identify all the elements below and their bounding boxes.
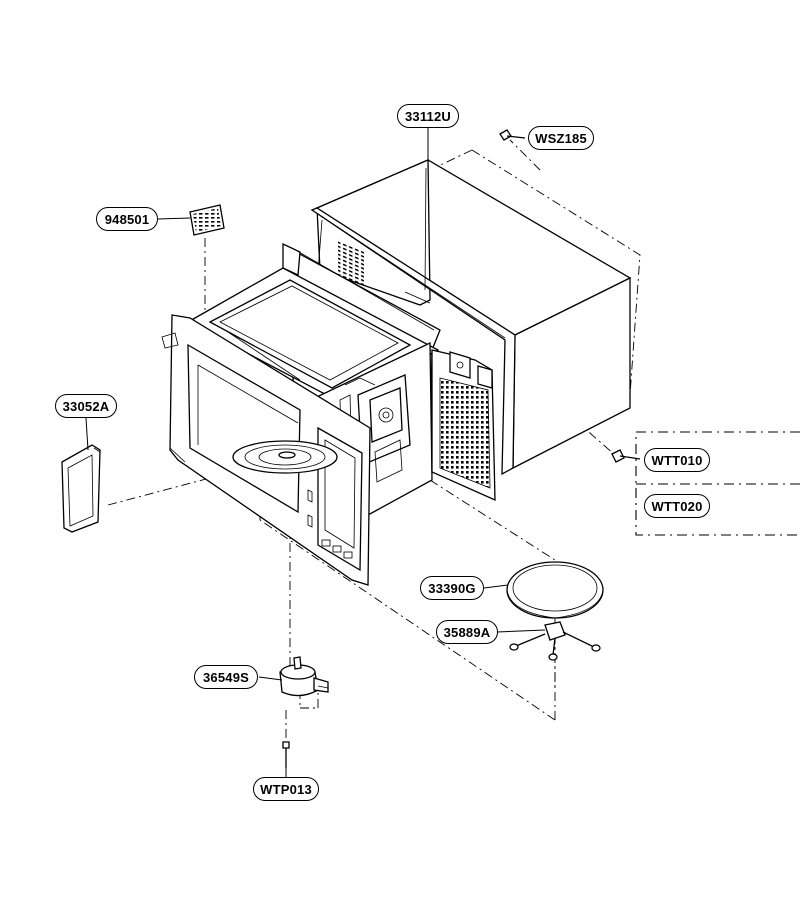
part-label-wtt020[interactable]: WTT020 (644, 494, 710, 518)
screw-wtt010 (611, 449, 641, 463)
waveguide-cover (189, 204, 225, 236)
part-label-36549s[interactable]: 36549S (194, 665, 258, 689)
screw-wtp013 (282, 741, 290, 768)
part-label-35889a[interactable]: 35889A (436, 620, 498, 644)
screw-wsz185 (499, 129, 526, 141)
part-label-wtt010[interactable]: WTT010 (644, 448, 710, 472)
leader-lines (85, 128, 546, 778)
turntable-motor (279, 656, 329, 697)
part-label-wtp013[interactable]: WTP013 (253, 777, 319, 801)
part-label-wsz185[interactable]: WSZ185 (528, 126, 594, 150)
part-label-948501[interactable]: 948501 (96, 207, 158, 231)
part-label-33390g[interactable]: 33390G (420, 576, 484, 600)
part-label-33052a[interactable]: 33052A (55, 394, 117, 418)
outer-cabinet (310, 159, 632, 476)
side-cover-part (61, 444, 101, 533)
glass-tray (506, 561, 604, 619)
alternative-part-box (635, 431, 800, 536)
roller-ring (509, 621, 601, 661)
cavity-turntable-support (232, 440, 338, 474)
part-label-33112u[interactable]: 33112U (397, 104, 459, 128)
